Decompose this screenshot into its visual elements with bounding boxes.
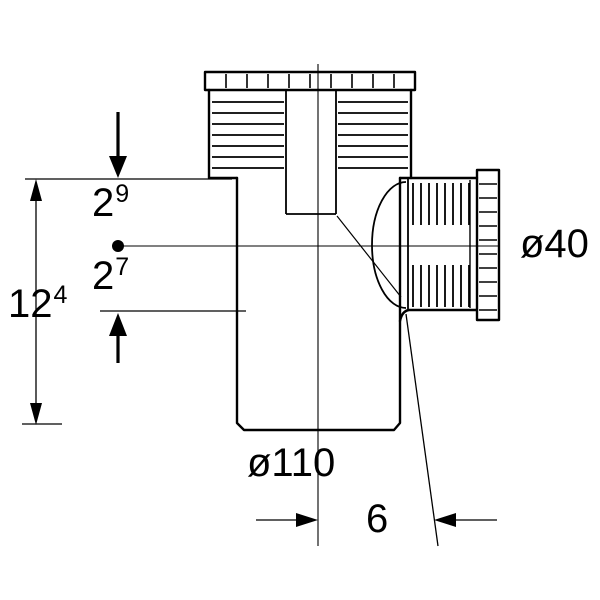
dimension-superscript: 4: [53, 281, 68, 310]
arrow-left-icon: [434, 513, 456, 527]
reference-dot: [112, 240, 124, 252]
branch-outline: [398, 176, 479, 323]
ribs-left-group: [212, 101, 284, 169]
arrow-down-large-icon: [109, 156, 127, 178]
dimension-label-bottom-offset: 6: [366, 499, 388, 539]
arrow-up-icon: [30, 179, 42, 201]
inner-junction-line: [336, 215, 402, 298]
arrow-right-icon: [296, 513, 318, 527]
ribs-right-group: [338, 101, 408, 169]
dimension-value: 12: [8, 282, 53, 326]
dimension-superscript: 9: [115, 180, 130, 209]
top-socket-rim: [203, 70, 417, 92]
fitting-outline: [203, 70, 501, 432]
branch-ribs-bottom-band: [412, 265, 470, 307]
dimension-label-total-height: 124: [8, 281, 68, 326]
arrow-up-large-icon: [109, 313, 127, 336]
dimension-label-branch-diameter: ø40: [520, 224, 589, 264]
slanted-extension-line: [405, 313, 439, 547]
dimension-value: 2: [92, 181, 115, 225]
dimension-arrows: [30, 156, 456, 527]
dimension-value: ø110: [247, 441, 336, 485]
dimension-value: ø40: [520, 222, 589, 266]
top-rim-ticks: [225, 74, 395, 88]
dimension-superscript: 7: [115, 253, 130, 282]
dimension-value: 2: [92, 254, 115, 298]
dimension-label-lower-offset: 27: [92, 253, 130, 298]
main-pipe-body: [235, 176, 402, 432]
branch-socket-arc: [371, 181, 407, 309]
arrow-down-icon: [30, 403, 42, 425]
branch-socket-rim: [475, 168, 501, 322]
dimension-label-upper-offset: 29: [92, 180, 130, 225]
branch-ribs-top-band: [412, 183, 470, 225]
branch-rim-ticks: [479, 183, 497, 311]
dimension-value: 6: [366, 497, 389, 541]
top-socket-sides: [207, 88, 413, 180]
dimension-label-main-diameter: ø110: [247, 443, 335, 483]
branch-socket: [371, 178, 471, 310]
inner-channel: [285, 90, 402, 298]
top-socket-ribs: [212, 101, 408, 169]
dimension-lines: [22, 178, 497, 547]
centerlines: [118, 64, 498, 546]
